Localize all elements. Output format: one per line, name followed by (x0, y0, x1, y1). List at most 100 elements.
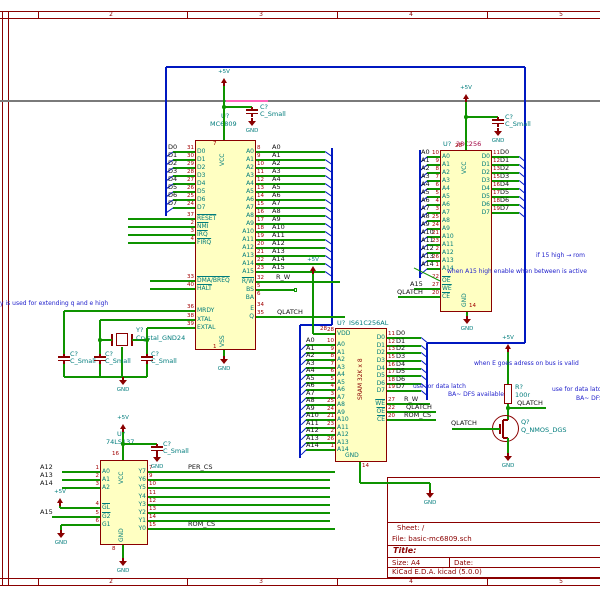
sram-pin-A11[interactable]: A11 (337, 424, 349, 432)
gnd-icon[interactable] (119, 380, 127, 385)
sram-pin-A4[interactable]: A4 (337, 371, 345, 379)
crystal-symbol[interactable] (116, 333, 128, 346)
decoder-pin-Y1[interactable]: Y1 (138, 517, 146, 525)
wire[interactable] (99, 320, 101, 354)
wire[interactable] (507, 352, 509, 384)
sram-pin-A1[interactable]: A1 (337, 349, 345, 357)
cpu-pin-A13[interactable]: A13 (242, 252, 254, 260)
eeprom-symbol[interactable] (440, 150, 492, 312)
gnd-symbol[interactable] (156, 454, 158, 457)
crystal-plate[interactable] (131, 334, 133, 346)
capacitor[interactable] (156, 444, 158, 447)
cpu-pin-A3[interactable]: A3 (246, 172, 254, 180)
net-label-A12[interactable]: A12 (272, 238, 285, 247)
gnd-symbol[interactable] (497, 128, 499, 131)
power-5v-stub[interactable] (507, 349, 509, 352)
cpu-pin-A12[interactable]: A12 (242, 244, 254, 252)
wire[interactable] (256, 191, 325, 193)
wire[interactable] (132, 339, 147, 341)
net-label-A14[interactable]: A14 (272, 254, 285, 263)
wire[interactable] (452, 428, 500, 430)
capacitor-ref[interactable]: C? (70, 350, 78, 358)
wire[interactable] (306, 389, 335, 391)
wire[interactable] (150, 288, 195, 290)
net-label-A3[interactable]: A3 (421, 171, 430, 180)
net-label-A14[interactable]: A14 (421, 259, 434, 268)
capacitor-plate[interactable] (246, 109, 258, 111)
wire[interactable] (414, 288, 440, 290)
wire[interactable] (429, 483, 431, 490)
net-label-A1[interactable]: A1 (421, 155, 430, 164)
wire[interactable] (62, 487, 100, 489)
net-label-D6[interactable]: D6 (500, 195, 510, 204)
net-label-D1[interactable]: D1 (500, 155, 510, 164)
net-label-A5[interactable]: A5 (306, 373, 315, 382)
wire[interactable] (503, 437, 508, 439)
wire[interactable] (173, 191, 195, 193)
capacitor-plate[interactable] (141, 359, 153, 362)
capacitor-value[interactable]: C_Small (505, 120, 531, 128)
net-label-A13[interactable]: A13 (306, 433, 319, 442)
wire[interactable] (150, 280, 195, 282)
wire[interactable] (148, 520, 330, 522)
wire[interactable] (256, 215, 325, 217)
gnd-symbol[interactable] (60, 530, 62, 533)
wire[interactable] (427, 244, 440, 246)
power-5v-stub[interactable] (312, 271, 314, 274)
wire[interactable] (427, 188, 440, 190)
decoder-pin-Y6[interactable]: Y6 (138, 476, 146, 484)
net-label-A14[interactable]: A14 (306, 440, 319, 449)
wire[interactable] (492, 172, 519, 174)
wire[interactable] (398, 296, 440, 298)
cpu-pin-A15[interactable]: A15 (242, 268, 254, 276)
eeprom-pin-A11[interactable]: A11 (442, 241, 454, 249)
power-5v-stub[interactable] (465, 99, 467, 102)
wire[interactable] (427, 156, 440, 158)
decoder-pin-A0[interactable]: A0 (102, 468, 110, 476)
sram-pin-A13[interactable]: A13 (337, 439, 349, 447)
capacitor-value[interactable]: C_Small (151, 357, 177, 365)
eeprom-pin-D2[interactable]: D2 (481, 169, 490, 177)
eeprom-pin-A1[interactable]: A1 (442, 161, 450, 169)
wire[interactable] (256, 199, 325, 201)
wire[interactable] (121, 347, 123, 377)
decoder-symbol[interactable] (100, 460, 148, 545)
sram-value[interactable]: IS61C256AL (349, 319, 389, 327)
cpu-pin-HALT[interactable]: HALT (197, 285, 212, 293)
bus-line[interactable] (524, 67, 526, 343)
net-label-D3[interactable]: D3 (396, 351, 406, 360)
net-label-A15[interactable]: A15 (272, 262, 285, 271)
bus-line[interactable] (166, 66, 525, 68)
bus-entry[interactable] (300, 449, 307, 456)
sram-symbol[interactable] (335, 328, 387, 462)
bus-line[interactable] (300, 324, 332, 326)
cpu-pin-A1[interactable]: A1 (246, 156, 254, 164)
net-label-D7[interactable]: D7 (396, 381, 406, 390)
wire[interactable] (256, 167, 325, 169)
wire[interactable] (256, 316, 345, 318)
wire[interactable] (466, 116, 498, 118)
gnd-icon[interactable] (248, 121, 256, 126)
cpu-pin-DMA/BREQ[interactable]: DMA/BREQ (197, 277, 230, 285)
power-5v-stub[interactable] (59, 503, 61, 506)
wire[interactable] (62, 479, 100, 481)
wire[interactable] (306, 352, 335, 354)
decoder-value[interactable]: 74LS137 (106, 439, 134, 446)
decoder-pin-Y3[interactable]: Y3 (138, 501, 146, 509)
cpu-pin-A11[interactable]: A11 (242, 236, 254, 244)
wire[interactable] (147, 327, 195, 329)
wire[interactable] (173, 159, 195, 161)
cpu-pin-BA[interactable]: BA (245, 294, 254, 302)
wire[interactable] (173, 207, 195, 209)
net-label-A9[interactable]: A9 (421, 219, 430, 228)
annotation-latch-note-2b[interactable]: BA~ DFS available (576, 395, 600, 402)
sram-pin-D2[interactable]: D2 (376, 349, 385, 357)
cpu-pin-D1[interactable]: D1 (197, 156, 206, 164)
wire[interactable] (256, 289, 295, 291)
wire[interactable] (312, 274, 314, 334)
bus-line[interactable] (299, 325, 301, 458)
wire[interactable] (492, 196, 519, 198)
capacitor[interactable] (99, 360, 101, 364)
net-label-A11[interactable]: A11 (306, 418, 319, 427)
net-label-PER_CS[interactable]: PER_CS (188, 462, 213, 471)
